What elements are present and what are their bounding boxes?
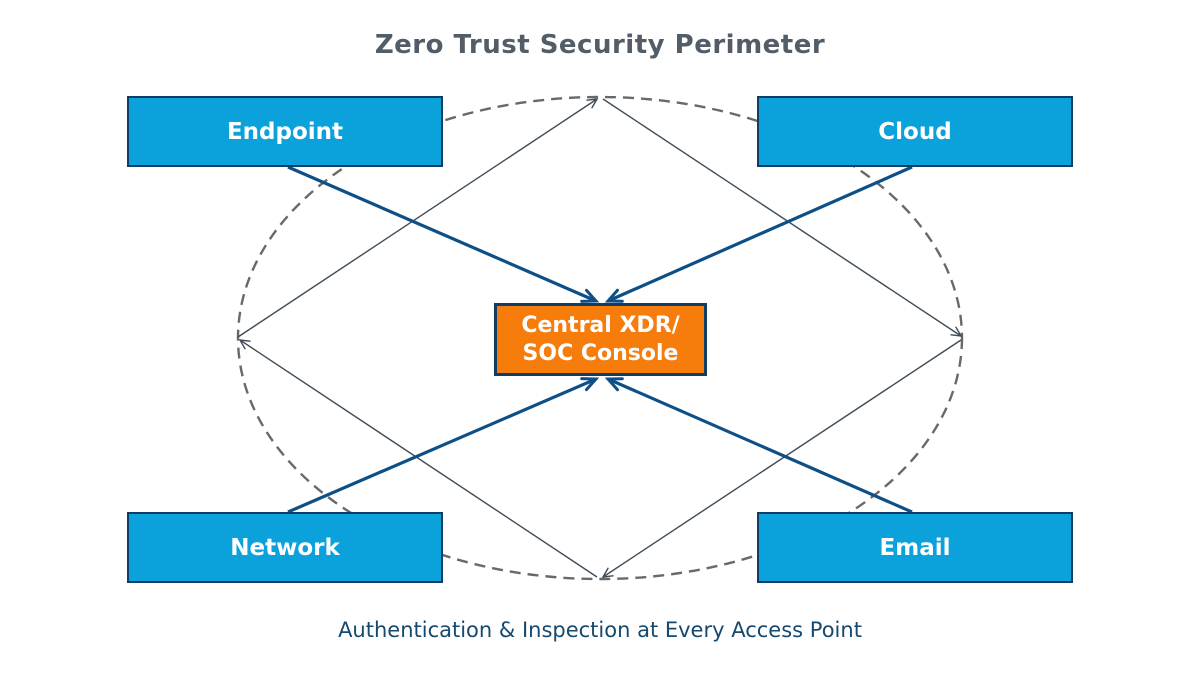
cycle-arrow-right-to-bottom — [601, 339, 962, 578]
console-box: Central XDR/ SOC Console — [494, 303, 707, 376]
cycle-arrow-left-to-top — [237, 98, 599, 338]
perimeter-ellipse — [236, 95, 964, 581]
arrow-network-to-console — [287, 377, 600, 514]
console-label-line1: Central XDR/ — [521, 313, 680, 338]
arrow-cloud-to-console — [604, 165, 913, 303]
arrow-endpoint-to-console — [287, 165, 600, 303]
arrow-email-to-console — [604, 377, 913, 514]
node-cloud-label: Cloud — [878, 118, 952, 145]
diagram-title: Zero Trust Security Perimeter — [374, 30, 826, 60]
diagram-caption: Authentication & Inspection at Every Acc… — [338, 618, 862, 642]
cycle-arrow-top-to-right — [602, 98, 963, 337]
node-network: Network — [127, 512, 443, 583]
node-cloud: Cloud — [757, 96, 1073, 167]
node-network-label: Network — [230, 534, 340, 561]
console-label-line2: SOC Console — [522, 340, 679, 366]
node-endpoint-label: Endpoint — [226, 118, 344, 145]
node-email: Email — [757, 512, 1073, 583]
node-email-label: Email — [879, 534, 951, 561]
cycle-arrow-bottom-to-left — [238, 339, 598, 578]
node-endpoint: Endpoint — [127, 96, 443, 167]
